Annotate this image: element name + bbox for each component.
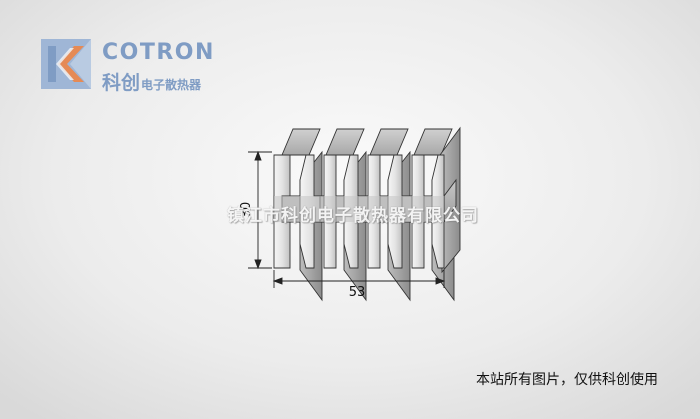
brand-name-cn-large: 科创 (102, 72, 141, 94)
fin-front-faces (273, 154, 445, 269)
brand-logo: COTRON 科创电子散热器 (40, 38, 240, 94)
company-watermark: 镇江市科创电子散热器有限公司 (227, 206, 479, 226)
brand-name-en: COTRON (102, 40, 215, 65)
brand-name-cn: 科创电子散热器 (102, 68, 201, 95)
brand-name-cn-small: 电子散热器 (141, 78, 202, 92)
cotron-logo-icon (41, 39, 91, 89)
width-dimension-label: 53 (349, 285, 366, 300)
dimension-annotations (248, 150, 446, 288)
height-dimension-label: 30 (239, 202, 254, 219)
usage-notice: 本站所有图片，仅供科创使用 (476, 372, 658, 388)
